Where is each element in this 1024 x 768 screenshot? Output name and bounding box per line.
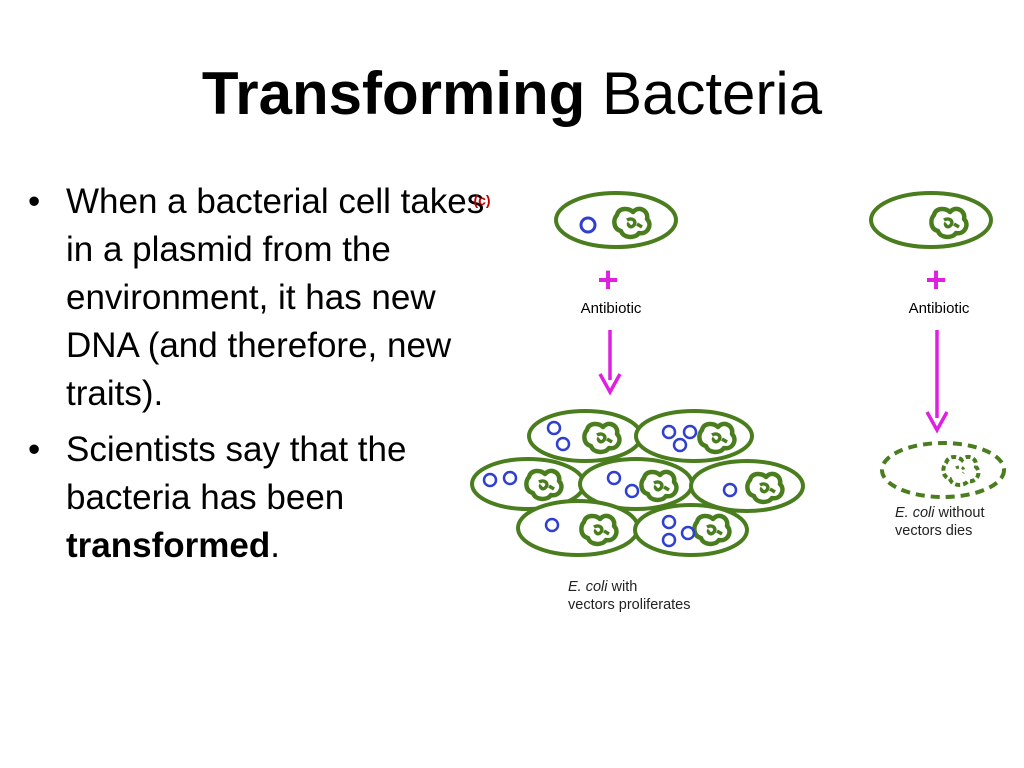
caption-left-italic: E. coli bbox=[568, 579, 608, 595]
bullet-list: • When a bacterial cell takes in a plasm… bbox=[22, 178, 492, 578]
dying-bacterium bbox=[880, 441, 1006, 499]
bullet-item-1: • When a bacterial cell takes in a plasm… bbox=[22, 178, 492, 418]
bullet-marker: • bbox=[28, 182, 41, 221]
antibiotic-label-right: Antibiotic bbox=[909, 300, 970, 317]
plasmid-icon bbox=[546, 420, 562, 436]
plasmid-icon bbox=[661, 424, 677, 440]
bacterium-without-plasmid bbox=[869, 191, 993, 249]
bullet-text-2-before: Scientists say that the bacteria has bee… bbox=[66, 430, 407, 517]
plasmid-icon bbox=[722, 482, 738, 498]
plasmid-icon bbox=[680, 525, 696, 541]
transformation-diagram: (c) + Antibiotic bbox=[470, 191, 1006, 613]
caption-right-line2: vectors dies bbox=[895, 523, 972, 539]
caption-left-line2: vectors proliferates bbox=[568, 597, 691, 613]
plasmid-icon bbox=[624, 483, 640, 499]
bacterium-with-plasmid bbox=[554, 191, 678, 249]
caption-right-rest: without bbox=[935, 505, 985, 521]
colony-cell bbox=[470, 457, 586, 511]
bullet-item-2: • Scientists say that the bacteria has b… bbox=[22, 426, 492, 570]
colony-cell bbox=[527, 409, 643, 463]
bullet-text-2-after: . bbox=[270, 526, 280, 565]
colony-cell bbox=[633, 503, 749, 557]
plasmid-icon bbox=[579, 216, 597, 234]
panel-label: (c) bbox=[473, 192, 490, 208]
caption-right-line1: E. coli without bbox=[895, 505, 984, 521]
caption-left-rest: with bbox=[608, 579, 638, 595]
slide-title-bold: Transforming bbox=[201, 60, 586, 127]
plasmid-icon bbox=[482, 472, 498, 488]
arrow-down-right bbox=[925, 330, 949, 434]
caption-right-italic: E. coli bbox=[895, 505, 935, 521]
colony-cell bbox=[689, 459, 805, 513]
antibiotic-label-left: Antibiotic bbox=[581, 300, 642, 317]
plasmid-icon bbox=[606, 470, 622, 486]
slide-title-rest: Bacteria bbox=[585, 60, 823, 127]
plasmid-icon bbox=[661, 532, 677, 548]
bacterial-colony bbox=[470, 409, 805, 557]
plasmid-icon bbox=[661, 514, 677, 530]
slide-title: Transforming Bacteria bbox=[0, 58, 1024, 130]
plasmid-icon bbox=[672, 437, 688, 453]
plasmid-icon bbox=[544, 517, 560, 533]
bullet-text-1: When a bacterial cell takes in a plasmid… bbox=[66, 182, 485, 413]
bullet-text-2-bold: transformed bbox=[66, 526, 271, 565]
bullet-marker: • bbox=[28, 430, 41, 469]
plus-sign-right: + bbox=[925, 259, 946, 300]
plus-sign-left: + bbox=[597, 259, 618, 300]
caption-left-line1: E. coli with bbox=[568, 579, 637, 595]
colony-cell bbox=[516, 499, 640, 557]
plasmid-icon bbox=[555, 436, 571, 452]
plasmid-icon bbox=[682, 424, 698, 440]
colony-cell bbox=[634, 409, 754, 463]
plasmid-icon bbox=[502, 470, 518, 486]
arrow-down-left bbox=[598, 330, 622, 396]
